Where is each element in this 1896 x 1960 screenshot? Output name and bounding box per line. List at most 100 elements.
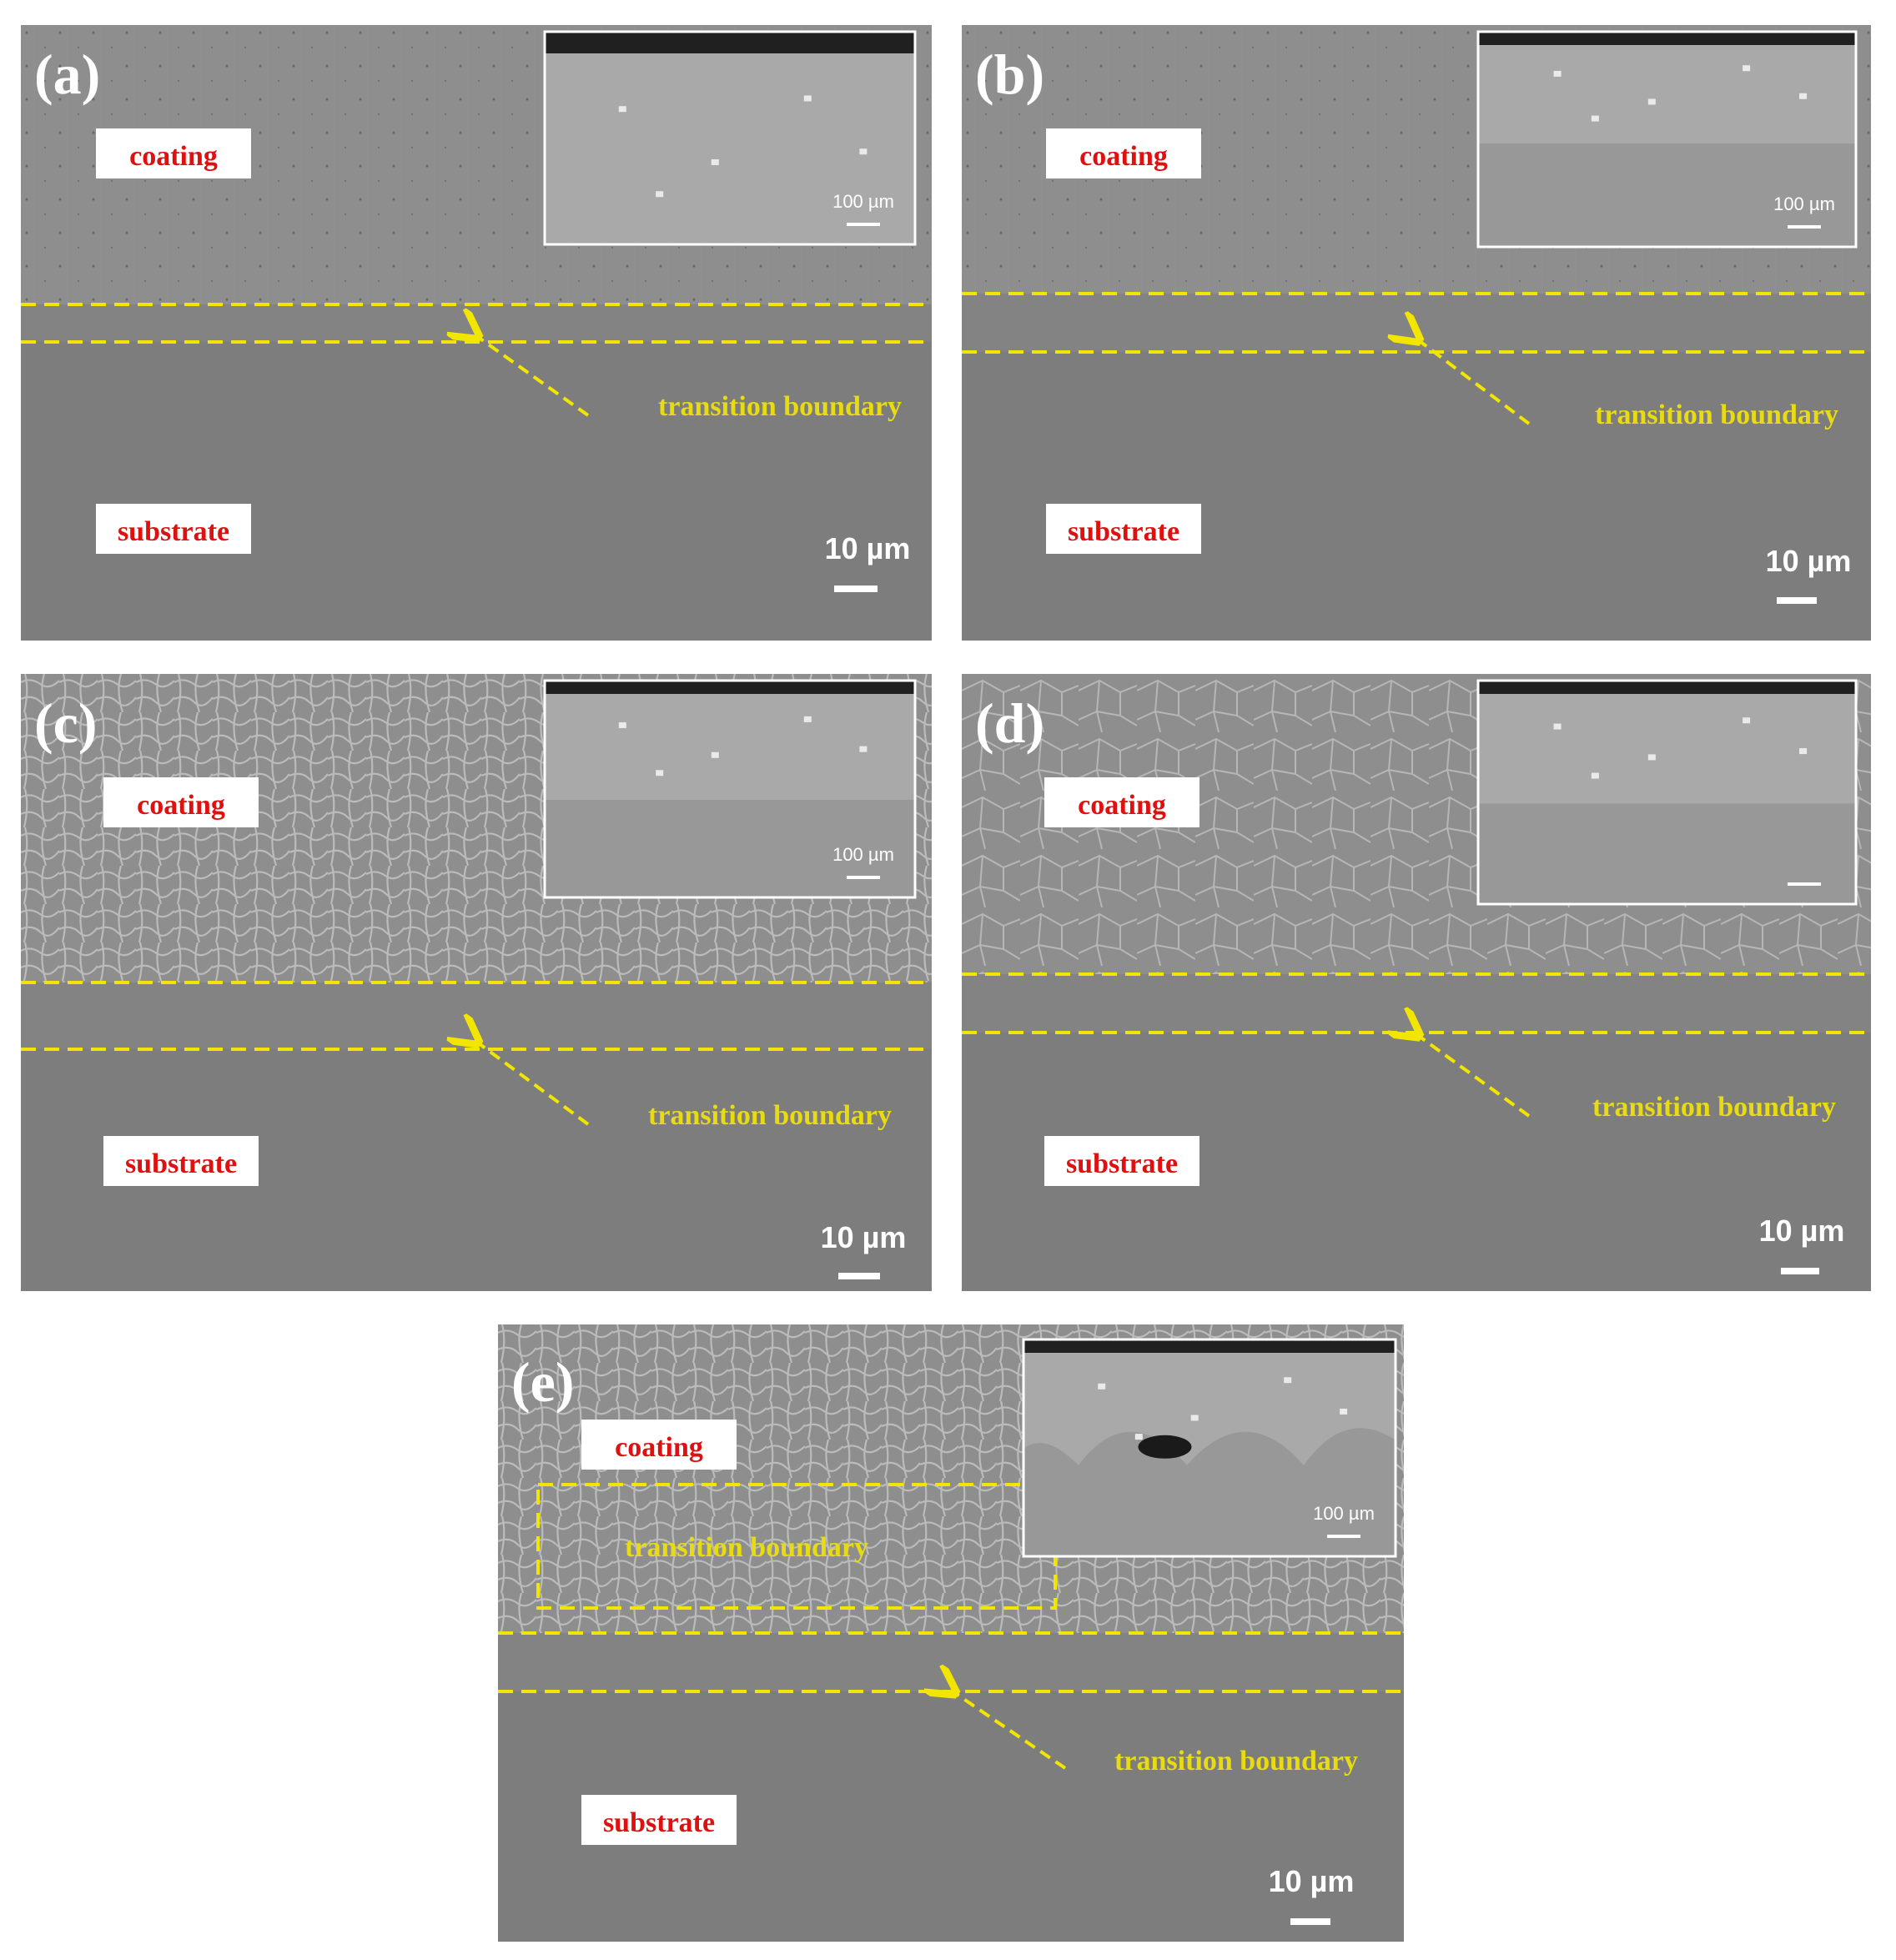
substrate-label: substrate <box>125 1148 237 1179</box>
inset-scale-bar <box>1788 882 1821 886</box>
inset-particle <box>859 148 868 155</box>
inset-particle <box>656 770 664 776</box>
inset-border <box>543 30 917 246</box>
coating-label: coating <box>615 1432 703 1463</box>
inset-top-layer <box>1478 32 1856 45</box>
coating-label: coating <box>1079 141 1168 172</box>
inset-particle <box>711 159 719 165</box>
dashed-arrow <box>1416 339 1531 425</box>
inset-particle <box>1799 93 1808 99</box>
panel-letter: (a) <box>34 43 100 106</box>
inset-particle <box>1098 1383 1106 1390</box>
substrate-label-box <box>103 1136 259 1186</box>
scale-bar <box>838 1273 880 1279</box>
inset-particle <box>1591 115 1599 122</box>
dashed-arrow <box>475 1041 590 1126</box>
inset-coating <box>1478 32 1856 144</box>
scale-bar-label: 10 µm <box>1269 1864 1355 1898</box>
transition-zone <box>498 1633 1404 1691</box>
sem-panel: transition boundarycoatingsubstrate(d)10… <box>962 674 1871 1291</box>
inset-border <box>1476 30 1858 249</box>
scale-bar <box>1781 1268 1819 1274</box>
inset-particle <box>618 722 626 729</box>
dashed-arrow <box>953 1691 1067 1770</box>
inset-particle <box>1553 70 1562 77</box>
transition-box <box>536 1483 1057 1610</box>
coating-label: coating <box>137 790 225 821</box>
scale-bar-label: 10 µm <box>1759 1214 1845 1248</box>
inset-particle <box>1743 65 1751 72</box>
inset-particle <box>1647 754 1656 761</box>
coating-label-box <box>96 128 251 178</box>
substrate-label: substrate <box>1068 516 1179 547</box>
sem-panel: transition boundary transition boundary co… <box>498 1324 1404 1942</box>
inset-particle <box>618 106 626 113</box>
substrate-label: substrate <box>603 1807 715 1838</box>
transition-boundary-label: transition boundary <box>1595 400 1838 430</box>
inset-image <box>1476 679 1858 906</box>
scale-bar <box>1290 1918 1330 1925</box>
inset-top-layer <box>1478 681 1856 694</box>
inset-particle <box>803 716 812 722</box>
transition-boundary-label: transition boundary <box>658 391 902 422</box>
substrate-label-box <box>581 1795 737 1845</box>
coating-label-box <box>1046 128 1201 178</box>
transition-boundary-label: transition boundary <box>1114 1746 1358 1777</box>
inset-particle <box>1134 1434 1143 1440</box>
inset-coating <box>1023 1339 1396 1465</box>
transition-boundary-label: transition boundary <box>1592 1092 1836 1123</box>
inset-coating <box>545 32 915 244</box>
transition-boundary-label: transition boundary <box>648 1100 892 1131</box>
inset-image: 100 µm <box>1476 30 1858 249</box>
inset-particle <box>1647 98 1656 105</box>
sem-panel: transition boundary coating substrate (a) 10… <box>21 25 932 641</box>
scale-bar-label: 10 µm <box>825 531 911 565</box>
inset-scale-label: 100 µm <box>1773 193 1835 214</box>
inset-top-layer <box>545 681 915 694</box>
inset-top-layer <box>545 32 915 53</box>
coating-label-box <box>1044 777 1199 827</box>
coating-label-box <box>581 1420 737 1470</box>
dashed-arrow <box>1416 1034 1531 1118</box>
sem-panel: transition boundary coating substrate (b) 10… <box>962 25 1871 641</box>
inset-scale-bar <box>1327 1535 1360 1538</box>
inset-border <box>543 679 917 899</box>
inset-coating <box>1478 681 1856 804</box>
inset-pore <box>1138 1435 1192 1459</box>
transition-zone <box>962 974 1871 1033</box>
transition-zone <box>962 294 1871 352</box>
inset-particle <box>803 95 812 102</box>
inset-particle <box>1284 1377 1292 1384</box>
substrate-label: substrate <box>118 516 229 547</box>
coating-label: coating <box>129 141 218 172</box>
inset-scale-label: 100 µm <box>832 191 894 212</box>
coating-label-box <box>103 777 259 827</box>
transition-zone <box>21 983 932 1049</box>
inset-particle <box>1799 748 1808 755</box>
inset-scale-bar <box>1788 225 1821 229</box>
scale-bar <box>1777 597 1817 604</box>
scale-bar-label: 10 µm <box>821 1220 907 1254</box>
scale-bar-label: 10 µm <box>1766 544 1852 578</box>
scale-bar <box>834 585 878 592</box>
inset-particle <box>1553 723 1562 730</box>
panel-letter: (e) <box>511 1350 574 1414</box>
inset-particle <box>1743 717 1751 724</box>
transition-box-label: transition boundary <box>625 1532 868 1563</box>
inset-scale-label: 100 µm <box>1313 1503 1375 1524</box>
inset-image: 100 µm <box>543 679 917 899</box>
dashed-arrow <box>475 335 590 417</box>
inset-border <box>1022 1338 1397 1558</box>
panel-letter: (b) <box>975 43 1044 106</box>
inset-particle <box>1340 1408 1348 1415</box>
inset-particle <box>859 746 868 752</box>
substrate-label-box <box>96 504 251 554</box>
inset-scale-bar <box>847 876 880 879</box>
panel-letter: (d) <box>975 691 1044 755</box>
substrate-label-box <box>1046 504 1201 554</box>
inset-scale-bar <box>847 223 880 226</box>
substrate-label: substrate <box>1066 1148 1178 1179</box>
inset-image: 100 µm <box>543 30 917 246</box>
inset-scale-label: 100 µm <box>832 844 894 865</box>
